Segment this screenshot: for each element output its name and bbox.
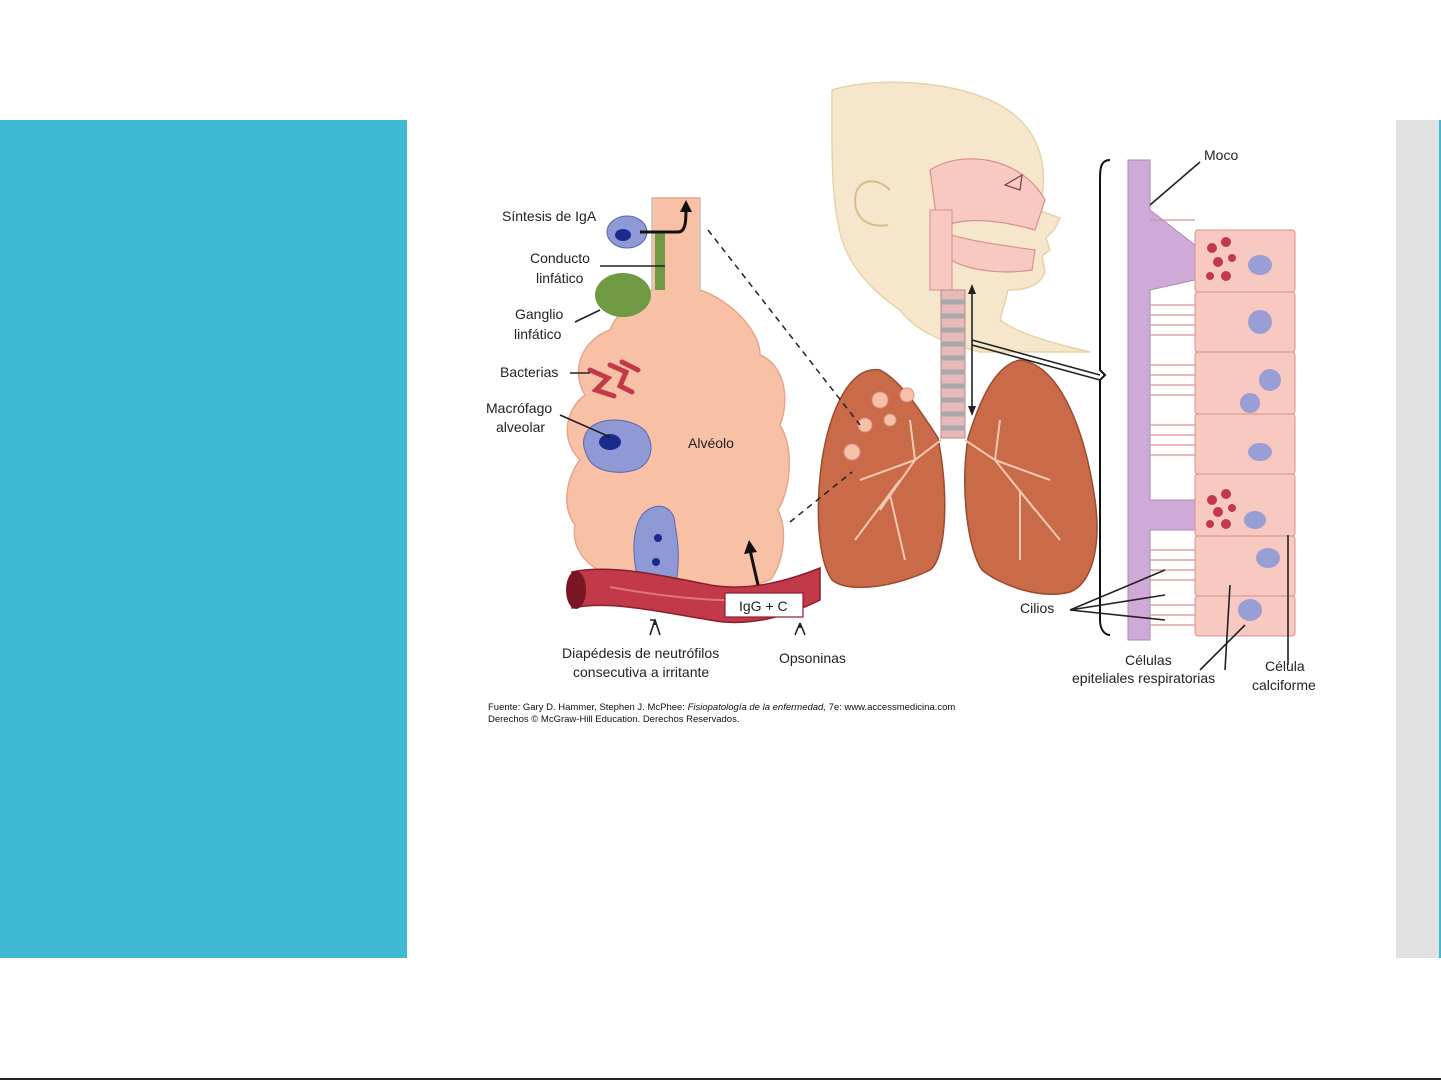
label-iga-synthesis: Síntesis de IgA	[502, 208, 597, 224]
respiratory-defense-diagram: Síntesis de IgA Conducto linfático Gangl…	[460, 80, 1360, 740]
label-epithelial-cells-2: epiteliales respiratorias	[1072, 670, 1215, 686]
right-strip-edge	[1439, 120, 1441, 958]
head-silhouette	[831, 81, 1091, 353]
label-lymph-node-2: linfático	[514, 326, 562, 342]
label-goblet-cell-1: Célula	[1265, 658, 1305, 674]
label-epithelial-cells-1: Células	[1125, 652, 1172, 668]
label-lymph-duct-1: Conducto	[530, 250, 590, 266]
lymph-node	[595, 273, 651, 317]
label-lymph-duct-2: linfático	[536, 270, 584, 286]
bottom-rule	[0, 1078, 1441, 1080]
label-lymph-node-1: Ganglio	[515, 306, 563, 322]
label-opsonins: Opsoninas	[779, 650, 846, 666]
label-alveolus: Alvéolo	[688, 435, 734, 451]
left-color-panel	[0, 120, 407, 958]
source-citation-line-1: Fuente: Gary D. Hammer, Stephen J. McPhe…	[488, 702, 955, 713]
label-mucus: Moco	[1204, 147, 1238, 163]
label-bacteria: Bacterias	[500, 364, 558, 380]
label-diapedesis-1: Diapédesis de neutrófilos	[562, 645, 719, 661]
right-gray-strip	[1396, 120, 1441, 958]
label-cilia: Cilios	[1020, 600, 1054, 616]
label-igg-c: IgG + C	[739, 598, 788, 614]
bacteria	[587, 359, 641, 399]
alveolus-detail	[566, 197, 861, 624]
trachea	[940, 284, 976, 439]
label-macrophage-2: alveolar	[496, 419, 545, 435]
lungs	[817, 359, 1098, 595]
label-macrophage-1: Macrófago	[486, 400, 552, 416]
source-citation-line-2: Derechos © McGraw-Hill Education. Derech…	[488, 714, 739, 725]
label-diapedesis-2: consecutiva a irritante	[573, 664, 709, 680]
label-goblet-cell-2: calciforme	[1252, 677, 1316, 693]
respiratory-epithelium	[971, 159, 1296, 671]
